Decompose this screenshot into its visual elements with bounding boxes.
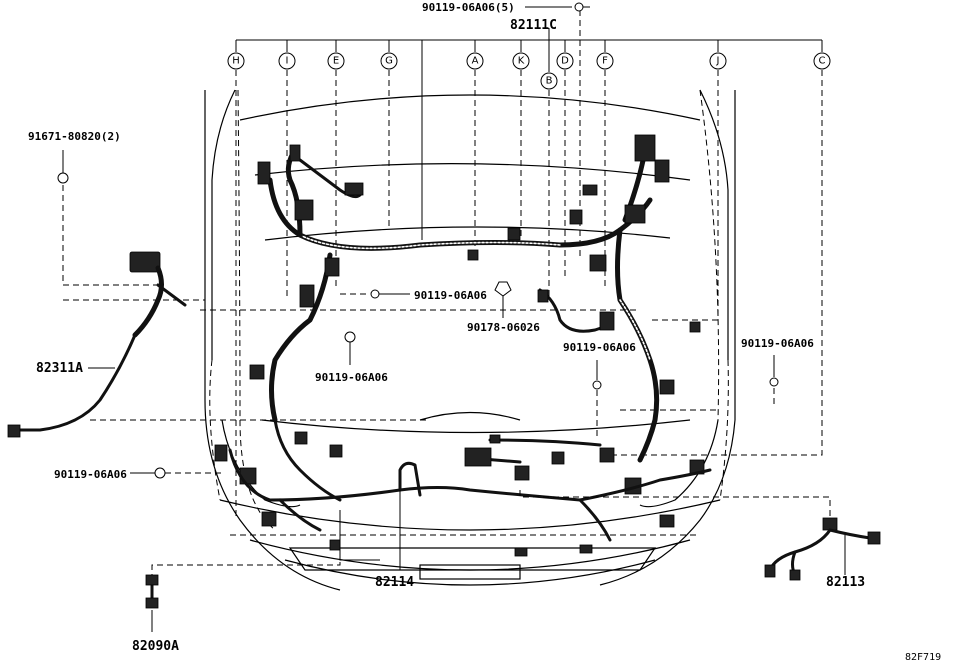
label-clip-center: 90178-06026: [467, 321, 540, 334]
callout-c: C: [813, 52, 831, 70]
car-body-outline: [204, 89, 736, 591]
svg-text:H: H: [232, 56, 240, 67]
label-harness-right: 82113: [826, 575, 865, 590]
callout-e: E: [327, 52, 345, 70]
svg-text:G: G: [385, 56, 393, 67]
main-harness-82111c: [267, 147, 660, 502]
svg-text:E: E: [333, 56, 339, 67]
callout-h: H: [227, 52, 245, 70]
label-bolt-right-mid: 90119-06A06: [563, 341, 636, 354]
label-bolt-left-low: 90119-06A06: [54, 468, 127, 481]
svg-text:D: D: [561, 56, 569, 67]
bolt-icon: [769, 355, 779, 408]
bolt-icon: [592, 360, 602, 440]
bolt-icon: [574, 2, 590, 12]
label-bolt-center-low: 90119-06A06: [315, 371, 388, 384]
harness-82090a: [145, 555, 341, 632]
callout-g: G: [380, 52, 398, 70]
callout-a: A: [466, 52, 484, 70]
phantom-lines: [90, 89, 729, 536]
callout-j: J: [709, 52, 727, 70]
callout-i: I: [278, 52, 296, 70]
callout-b: B: [540, 72, 558, 90]
bolt-icon: [130, 467, 225, 479]
harness-82311a: [7, 251, 187, 438]
callout-bus: [235, 6, 823, 260]
label-bolt-far-right: 90119-06A06: [741, 337, 814, 350]
harness-82113: [519, 490, 881, 581]
label-harness-bottom-left: 82090A: [132, 639, 179, 654]
bolt-icon: [344, 331, 356, 365]
svg-text:A: A: [472, 56, 479, 67]
front-harness-82114: [228, 448, 712, 571]
bolt-icon: [340, 289, 410, 299]
clip-icon: [57, 150, 205, 301]
harness-connectors: [214, 134, 705, 557]
callout-k: K: [512, 52, 530, 70]
svg-text:B: B: [546, 76, 553, 87]
label-main-harness: 82111C: [510, 18, 557, 33]
clip-icon: [494, 281, 512, 318]
svg-text:C: C: [819, 56, 826, 67]
callout-drops: [235, 70, 823, 520]
label-bolt-top: 90119-06A06(5): [422, 1, 515, 14]
label-bolt-center-left: 90119-06A06: [414, 289, 487, 302]
svg-text:J: J: [716, 56, 720, 67]
label-harness-left: 82311A: [36, 361, 83, 376]
svg-text:F: F: [602, 56, 608, 67]
callout-f: F: [596, 52, 614, 70]
label-left-clip: 91671-80820(2): [28, 130, 121, 143]
callout-d: D: [556, 52, 574, 70]
figure-code: 82F719: [905, 652, 941, 663]
svg-text:I: I: [286, 56, 289, 67]
svg-text:K: K: [518, 56, 525, 67]
label-harness-bottom-center: 82114: [375, 575, 414, 590]
